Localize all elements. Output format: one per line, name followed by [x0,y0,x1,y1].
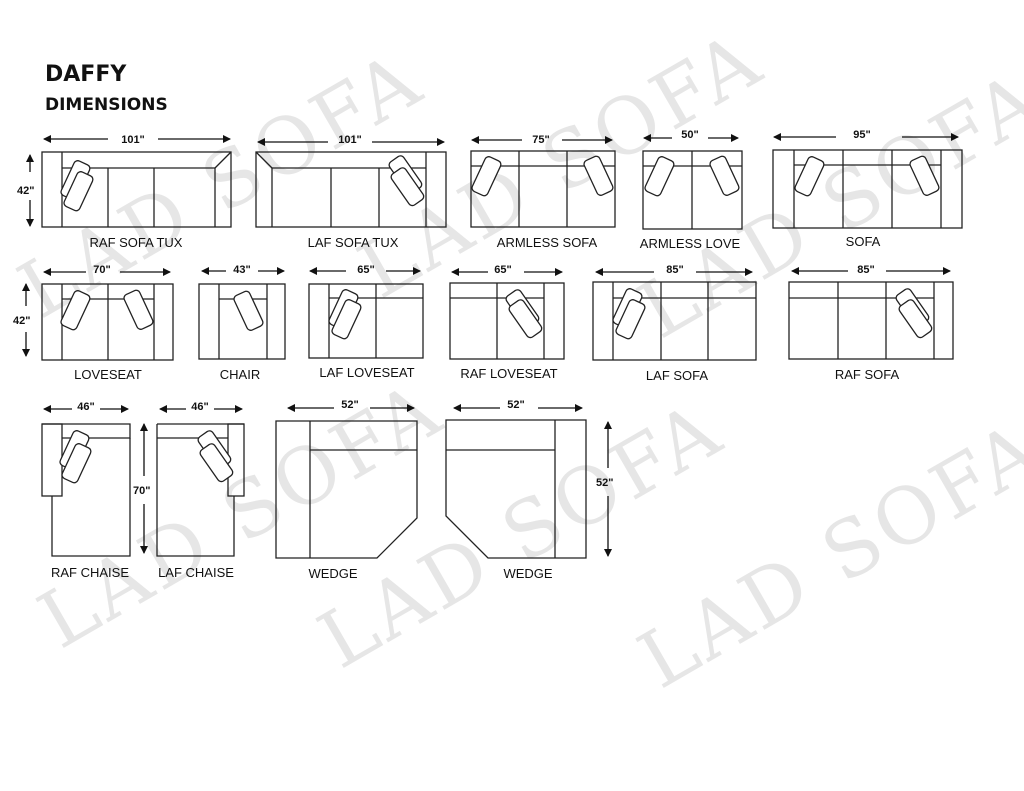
piece-laf-sofa-tux: 101" LAF SOFA TUX [255,134,447,250]
piece-label: RAF SOFA [835,367,900,382]
piece-loveseat: 70" LOVESEAT [41,264,174,382]
piece-label: RAF SOFA TUX [90,235,183,250]
depth-label: 52" [596,477,613,489]
piece-label: WEDGE [503,566,552,581]
piece-label: LAF SOFA TUX [308,235,399,250]
width-label: 50" [681,129,698,141]
depth-label: 70" [133,485,150,497]
depth-dimension-wedge: 52" [596,421,613,557]
piece-laf-chaise: 46" LAF CHAISE [156,401,245,580]
width-label: 52" [507,399,524,411]
depth-label: 42" [17,185,34,197]
piece-laf-loveseat: 65" LAF LOVESEAT [308,264,424,380]
width-label: 46" [191,401,208,413]
width-label: 85" [857,264,874,276]
depth-label: 42" [13,315,30,327]
piece-label: RAF CHAISE [51,565,129,580]
depth-dimension-row1: 42" [17,154,34,227]
piece-label: LOVESEAT [74,367,142,382]
width-label: 43" [233,264,250,276]
width-label: 65" [494,264,511,276]
piece-armless-love: 50" ARMLESS LOVE [640,129,743,251]
piece-label: LAF LOVESEAT [319,365,414,380]
piece-label: CHAIR [220,367,260,382]
piece-wedge-right: 52" WEDGE [445,399,587,581]
page-subtitle: DIMENSIONS [45,95,168,115]
page-title: DAFFY [45,62,127,87]
width-label: 46" [77,401,94,413]
piece-label: WEDGE [308,566,357,581]
width-label: 52" [341,399,358,411]
piece-raf-chaise: 46" RAF CHAISE [41,401,131,580]
piece-chair: 43" CHAIR [198,264,286,382]
width-label: 95" [853,129,870,141]
piece-armless-sofa: 75" ARMLESS SOFA [470,134,616,250]
piece-laf-sofa: 85" LAF SOFA [592,264,757,383]
piece-label: ARMLESS SOFA [497,235,598,250]
piece-sofa: 95" SOFA [772,129,963,249]
piece-wedge-left: 52" WEDGE [275,399,418,581]
depth-dimension-row2: 42" [13,283,30,357]
width-label: 70" [93,264,110,276]
piece-raf-sofa: 85" RAF SOFA [788,264,954,382]
piece-label: ARMLESS LOVE [640,236,741,251]
piece-raf-sofa-tux: 101" RAF SOFA TUX [41,134,232,250]
piece-raf-loveseat: 65" RAF LOVESEAT [449,264,565,381]
piece-label: LAF SOFA [646,368,708,383]
width-label: 85" [666,264,683,276]
width-label: 75" [532,134,549,146]
width-label: 101" [121,134,145,146]
depth-dimension-chaise: 70" [133,423,150,554]
piece-label: RAF LOVESEAT [460,366,557,381]
piece-label: LAF CHAISE [158,565,234,580]
width-label: 101" [338,134,362,146]
width-label: 65" [357,264,374,276]
piece-label: SOFA [846,234,881,249]
